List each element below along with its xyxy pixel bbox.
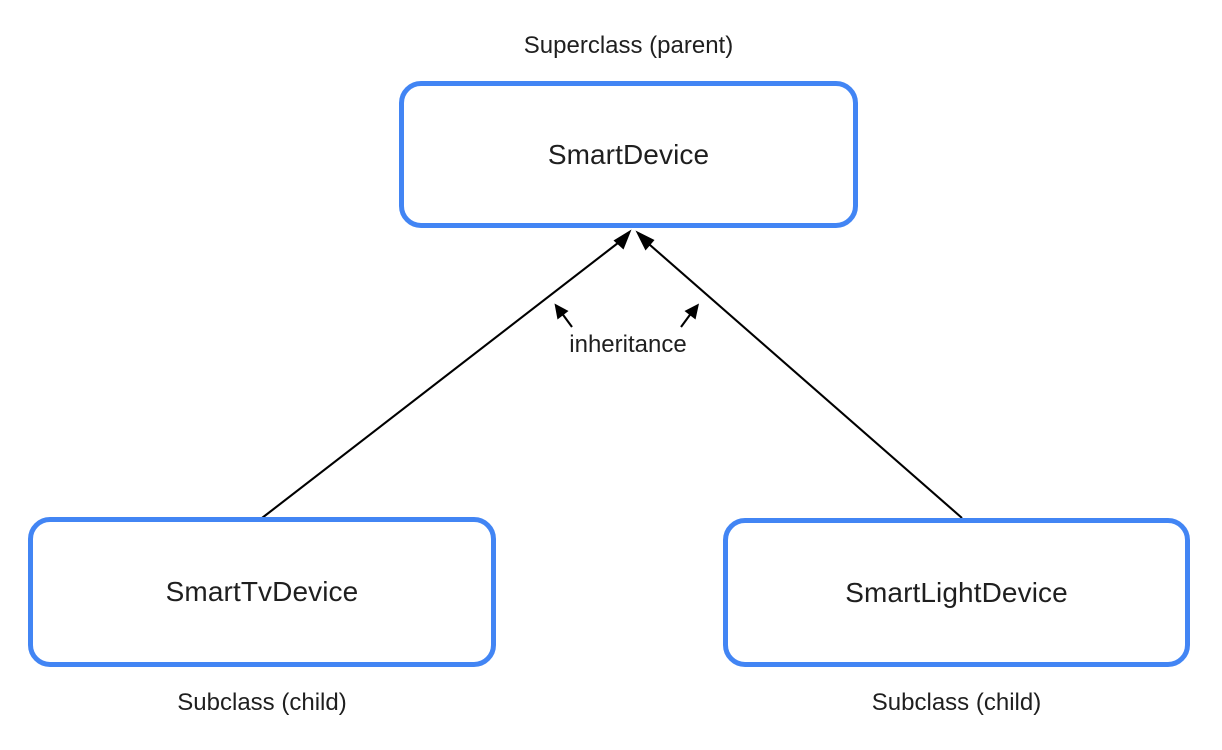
pointer-right-icon — [680, 303, 699, 328]
class-box-title: SmartDevice — [547, 138, 710, 170]
class-box-smarttvdevice[interactable]: SmartTvDevice — [28, 517, 496, 667]
superclass-role-label: Superclass (parent) — [523, 32, 734, 59]
class-box-title: SmartLightDevice — [845, 576, 1068, 608]
inheritance-edge-label: inheritance — [569, 331, 687, 358]
class-box-title: SmartTvDevice — [165, 576, 359, 608]
subclass-tv-role-label: Subclass (child) — [177, 689, 347, 716]
class-box-smartdevice[interactable]: SmartDevice — [399, 81, 858, 228]
edge-light-to-superclass — [635, 230, 963, 519]
pointer-left-icon — [554, 303, 573, 328]
subclass-light-role-label: Subclass (child) — [871, 689, 1042, 716]
edge-tv-to-superclass — [261, 229, 632, 519]
class-box-smartlightdevice[interactable]: SmartLightDevice — [723, 518, 1190, 667]
